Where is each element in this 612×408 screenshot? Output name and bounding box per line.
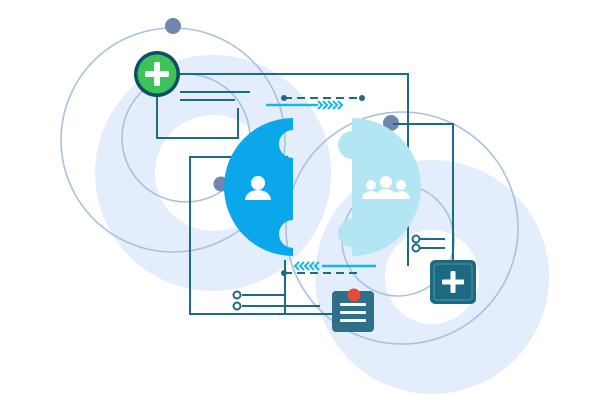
orbit-dot-top: [165, 18, 181, 34]
chevron-arrows-right-icon: [317, 100, 344, 110]
chevron-arrows-left-icon: [293, 261, 320, 271]
right-bullet-1: [411, 234, 421, 244]
arrow-top-end-dot-right: [359, 95, 365, 101]
list-bullet-1: [232, 290, 242, 300]
plus-circle-icon: [145, 62, 169, 86]
halo-left: [95, 55, 332, 291]
notification-dot-icon: [347, 288, 361, 302]
document-list-icon: [340, 303, 366, 322]
puzzle-left-half: [224, 118, 293, 256]
add-badge[interactable]: [134, 51, 180, 97]
orbit-right-outer: [285, 111, 519, 345]
users-group-icon: [362, 176, 410, 199]
connector-badge-window: [156, 92, 239, 139]
puzzle-right-shape: [338, 118, 421, 256]
right-bullet-2: [411, 243, 421, 253]
puzzle-right-half: [338, 118, 421, 256]
square-add-button[interactable]: [430, 260, 476, 304]
bullet-circles: [232, 234, 421, 311]
document-list-card[interactable]: [332, 288, 374, 333]
arrow-right-top: [266, 95, 365, 110]
arrow-left-bottom: [281, 261, 376, 276]
orbit-dot-right: [383, 115, 399, 131]
arrow-top-end-dot-left: [281, 95, 287, 101]
plus-square-icon: [442, 271, 464, 293]
square-button-inner-border: [433, 263, 473, 301]
connector-right-square: [393, 123, 454, 262]
arrow-bottom-end-dot: [281, 270, 287, 276]
user-icon: [245, 176, 271, 200]
list-bullet-2: [232, 301, 242, 311]
